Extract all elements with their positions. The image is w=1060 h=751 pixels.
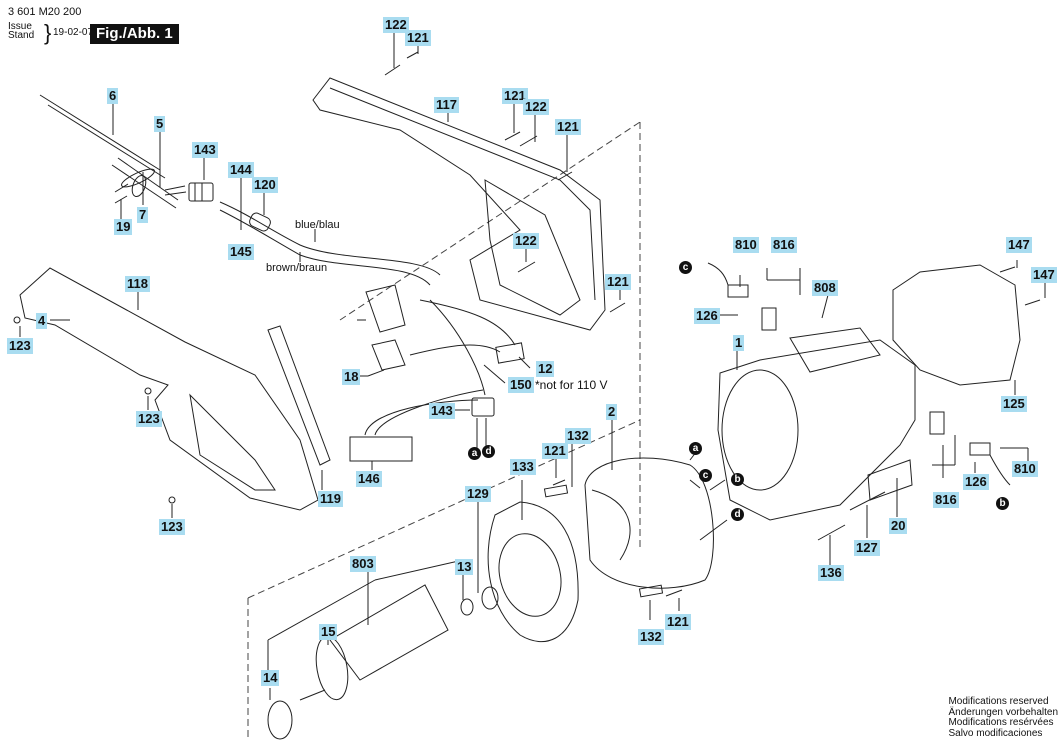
- part-label-121[interactable]: 121: [665, 614, 691, 630]
- terminal-block-top-drawing: [188, 182, 214, 202]
- part-label-119[interactable]: 119: [318, 491, 343, 507]
- part-label-123[interactable]: 123: [159, 519, 185, 535]
- part-label-126[interactable]: 126: [963, 474, 989, 490]
- part-label-122[interactable]: 122: [513, 233, 539, 249]
- part-label-146[interactable]: 146: [356, 471, 382, 487]
- part-label-122[interactable]: 122: [383, 17, 409, 33]
- figure-label: Fig./Abb. 1: [90, 24, 179, 44]
- screws-top-drawing: [384, 51, 626, 313]
- brush-holder-drawing: [707, 262, 1041, 486]
- connection-ref-a: a: [689, 442, 702, 455]
- handle-cover-drawing: [267, 325, 331, 466]
- brackets-drawing: [543, 479, 683, 598]
- part-label-150[interactable]: 150: [508, 377, 534, 393]
- part-label-147[interactable]: 147: [1031, 267, 1057, 283]
- wire-note-brown: brown/braun: [266, 262, 328, 274]
- part-label-127[interactable]: 127: [854, 540, 880, 556]
- part-label-117[interactable]: 117: [434, 97, 459, 113]
- footer-line-es: Salvo modificaciones: [948, 727, 1043, 739]
- connection-ref-a: a: [468, 447, 481, 460]
- part-label-122[interactable]: 122: [523, 99, 549, 115]
- part-label-810[interactable]: 810: [1012, 461, 1038, 477]
- fan-baffle-drawing: [487, 501, 579, 643]
- part-label-4[interactable]: 4: [36, 313, 48, 329]
- connection-ref-b: b: [996, 497, 1009, 510]
- part-label-118[interactable]: 118: [125, 276, 150, 292]
- part-label-808[interactable]: 808: [812, 280, 838, 296]
- part-label-121[interactable]: 121: [405, 30, 431, 46]
- part-label-129[interactable]: 129: [465, 486, 491, 502]
- armature-drawing: [267, 584, 499, 740]
- stand-label: Stand: [8, 30, 35, 41]
- part-label-12[interactable]: 12: [536, 361, 555, 377]
- issue-label: Issue: [8, 21, 32, 32]
- part-label-125[interactable]: 125: [1001, 396, 1027, 412]
- part-label-803[interactable]: 803: [350, 556, 376, 572]
- part-label-19[interactable]: 19: [114, 219, 133, 235]
- connection-ref-c: c: [679, 261, 692, 274]
- part-label-5[interactable]: 5: [154, 116, 166, 132]
- modifications-notice: Modifications reserved Änderungen vorbeh…: [948, 696, 1058, 739]
- connection-ref-c: c: [699, 469, 712, 482]
- part-label-133[interactable]: 133: [510, 459, 536, 475]
- part-label-126[interactable]: 126: [694, 308, 720, 324]
- part-label-13[interactable]: 13: [455, 559, 474, 575]
- part-label-1[interactable]: 1: [733, 335, 745, 351]
- upper-handle-shell-drawing: [312, 77, 606, 331]
- part-label-2[interactable]: 2: [606, 404, 618, 420]
- part-label-121[interactable]: 121: [502, 88, 528, 104]
- part-label-120[interactable]: 120: [252, 177, 278, 193]
- part-label-816[interactable]: 816: [771, 237, 797, 253]
- motor-housing-drawing: [717, 327, 916, 521]
- part-label-145[interactable]: 145: [228, 244, 254, 260]
- part-label-7[interactable]: 7: [137, 207, 149, 223]
- footer-line-fr: Modifications resérvées: [948, 717, 1054, 728]
- leader-lines: [19, 33, 1046, 700]
- part-label-143[interactable]: 143: [429, 403, 455, 419]
- rear-cover-drawing: [892, 264, 1021, 386]
- part-label-810[interactable]: 810: [733, 237, 759, 253]
- part-label-18[interactable]: 18: [342, 369, 361, 385]
- connection-ref-d: d: [731, 508, 744, 521]
- brace-glyph: }: [44, 20, 52, 45]
- part-label-132[interactable]: 132: [638, 629, 664, 645]
- footer-line-de: Änderungen vorbehalten: [948, 706, 1058, 718]
- part-label-15[interactable]: 15: [319, 624, 338, 640]
- part-label-143[interactable]: 143: [192, 142, 218, 158]
- misc-housing-parts-drawing: [817, 459, 913, 541]
- part-label-14[interactable]: 14: [261, 670, 280, 686]
- part-label-121[interactable]: 121: [555, 119, 581, 135]
- part-label-132[interactable]: 132: [565, 428, 591, 444]
- document-number: 3 601 M20 200: [8, 6, 82, 18]
- wire-note-blue: blue/blau: [295, 219, 340, 231]
- issue-date: 19-02-07: [53, 27, 94, 38]
- footer-line-en: Modifications reserved: [948, 696, 1049, 707]
- switch-assembly-drawing: [349, 284, 525, 462]
- part-label-6[interactable]: 6: [107, 88, 119, 104]
- power-cord-drawing: [39, 94, 187, 209]
- note-not-for-110v: *not for 110 V: [535, 378, 608, 392]
- connection-ref-d: d: [482, 445, 495, 458]
- side-handle-drawing: [19, 267, 319, 511]
- connection-ref-b: b: [731, 473, 744, 486]
- field-coil-drawing: [584, 457, 714, 589]
- nuts-drawing: [13, 316, 176, 504]
- part-label-136[interactable]: 136: [818, 565, 844, 581]
- part-label-121[interactable]: 121: [542, 443, 568, 459]
- part-label-20[interactable]: 20: [889, 518, 908, 534]
- part-label-147[interactable]: 147: [1006, 237, 1032, 253]
- part-label-123[interactable]: 123: [136, 411, 162, 427]
- assembly-boundary: [247, 121, 641, 740]
- part-label-816[interactable]: 816: [933, 492, 959, 508]
- part-label-144[interactable]: 144: [228, 162, 254, 178]
- part-label-123[interactable]: 123: [7, 338, 33, 354]
- part-label-121[interactable]: 121: [605, 274, 631, 290]
